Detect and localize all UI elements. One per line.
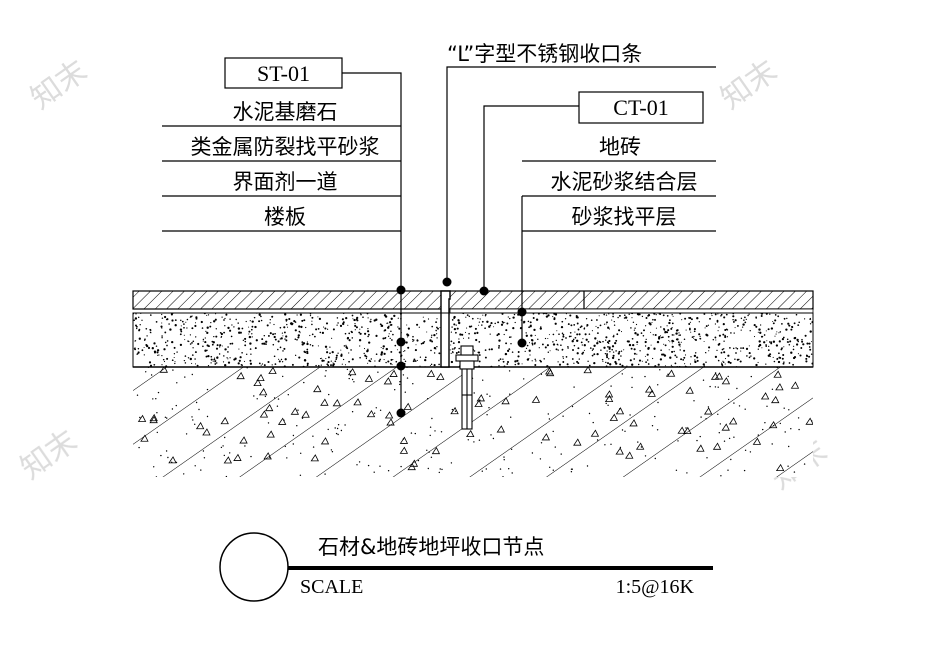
slab-aggregate-marks: [136, 367, 813, 477]
label-left-2: 类金属防裂找平砂浆: [191, 135, 380, 159]
title-circle: [219, 532, 289, 602]
leader-lines: [162, 66, 716, 413]
leader-dots: [396, 277, 527, 418]
ct01-tag-box: [578, 91, 704, 124]
label-right-2: 水泥砂浆结合层: [551, 170, 698, 194]
mortar-speckle: [133, 313, 813, 367]
slab-hatch: [133, 367, 813, 477]
watermark-bottom-left: 知末: [15, 423, 84, 486]
anchor-bolt: [455, 345, 479, 430]
finish-layer: [132, 290, 814, 310]
st01-tag-text: ST-01: [257, 61, 310, 86]
label-center-trim: “L”字型不锈钢收口条: [447, 42, 642, 66]
label-right-3: 砂浆找平层: [572, 205, 677, 229]
scale-label: SCALE: [300, 576, 363, 598]
label-left-3: 界面剂一道: [233, 170, 338, 194]
scale-value: 1:5@16K: [616, 576, 695, 598]
label-left-4: 楼板: [264, 205, 306, 229]
ct01-tag-text: CT-01: [613, 95, 668, 120]
drawing-title: 石材&地砖地坪收口节点: [318, 535, 544, 559]
label-right-1: 地砖: [599, 135, 641, 159]
label-left-1: 水泥基磨石: [233, 100, 338, 124]
watermark-top-left: 知末: [25, 53, 94, 116]
st01-tag-box: [224, 57, 343, 89]
l-trim-profile: [440, 290, 451, 368]
watermark-top-right: 知末: [715, 53, 784, 116]
